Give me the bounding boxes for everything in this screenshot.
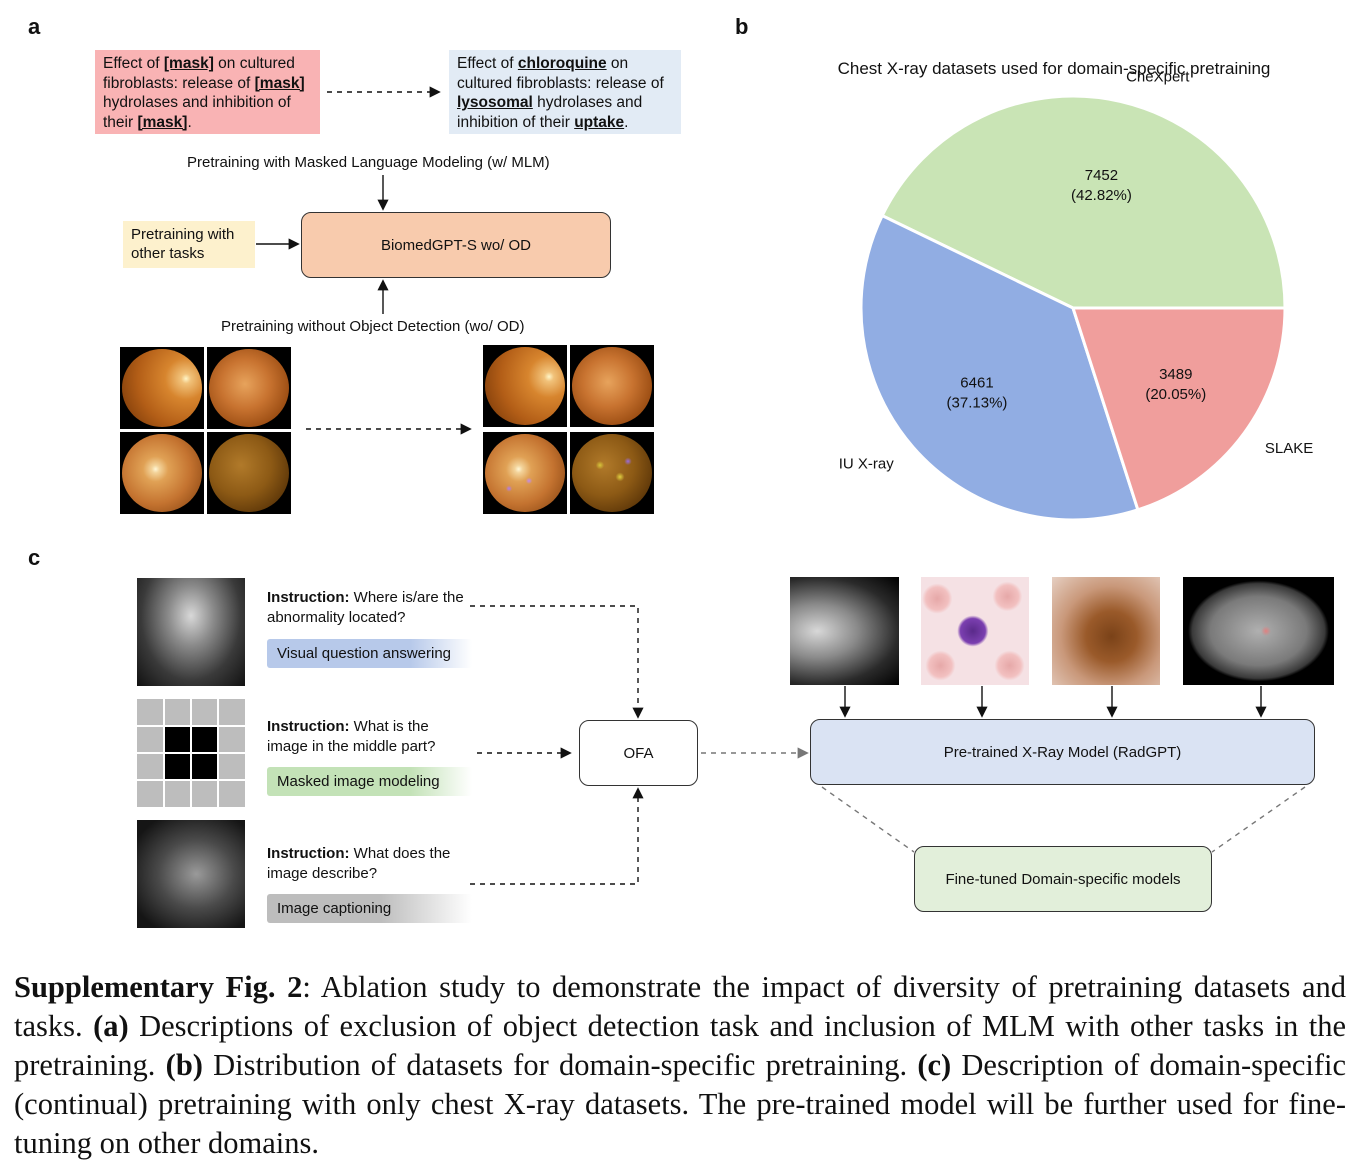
pie-slice-iu-x-ray — [859, 213, 1140, 522]
pie-slice-slake — [1070, 306, 1287, 512]
instruction-prefix: Instruction: — [267, 845, 350, 862]
fundus-image — [120, 432, 204, 514]
slice-value-label: 6461 — [960, 374, 993, 391]
panel-c-gray-connectors — [701, 747, 1306, 853]
slice-value-label: 7452 — [1085, 167, 1118, 184]
panel-a-arrows — [256, 86, 472, 435]
mask-token: [mask] — [137, 113, 188, 131]
slice-name-label: SLAKE — [1265, 440, 1313, 457]
filled-token: uptake — [574, 113, 625, 131]
masked-text-box: Effect of [mask] on cultured fibroblasts… — [95, 50, 320, 134]
ofa-box: OFA — [579, 720, 698, 786]
instruction-prefix: Instruction: — [267, 589, 350, 606]
od-label: Pretraining without Object Detection (wo… — [221, 318, 525, 335]
chest-xray-frontal-image — [137, 578, 245, 686]
mask-token: [mask] — [254, 74, 305, 92]
caption-ref-a: (a) — [93, 1009, 129, 1043]
chart-title: Chest X-ray datasets used for domain-spe… — [838, 59, 1271, 78]
panel-c-arrows — [470, 605, 1267, 885]
task-image-captioning: Image captioning — [267, 894, 472, 923]
instruction-text: What does the image describe? — [267, 845, 451, 882]
pretrained-model-box: Pre-trained X-Ray Model (RadGPT) — [810, 719, 1315, 785]
slice-percent-label: (42.82%) — [1071, 187, 1132, 204]
masked-text-part: on cultured fibroblasts: release of — [103, 55, 295, 92]
mlm-label: Pretraining with Masked Language Modelin… — [187, 154, 550, 171]
filled-token: chloroquine — [517, 55, 607, 72]
filled-text-part: on cultured fibroblasts: release of — [457, 55, 664, 92]
skin-lesion-image — [1052, 577, 1160, 685]
instruction-3: Instruction: What does the image describ… — [267, 844, 467, 883]
mammogram-image — [790, 577, 899, 685]
pie-slice-chexpert — [880, 94, 1287, 310]
instruction-1: Instruction: Where is/are the abnormalit… — [267, 588, 467, 627]
filled-text-part: . — [624, 113, 629, 131]
panel-label-a: a — [28, 14, 41, 39]
filled-text-part: Effect of — [457, 55, 518, 72]
panel-label-c: c — [28, 545, 41, 570]
chest-xray-lateral-image — [137, 820, 245, 928]
masked-text-part: hydrolases and inhibition of their — [103, 94, 291, 131]
other-tasks-box: Pretraining with other tasks — [123, 221, 255, 268]
filled-text-part: hydrolases and inhibition of their — [457, 94, 643, 131]
slice-name-label: CheXpert — [1126, 69, 1190, 86]
panel-label-b: b — [735, 14, 749, 39]
blood-cell-image — [921, 577, 1029, 685]
caption-ref-c: (c) — [917, 1048, 952, 1082]
caption-title: Supplementary Fig. 2 — [14, 970, 303, 1004]
filled-token: lysosomal — [457, 94, 533, 111]
fundus-image-annotated — [570, 345, 654, 427]
fundus-image — [120, 347, 204, 429]
pie-chart: Chest X-ray datasets used for domain-spe… — [838, 59, 1313, 522]
instruction-2: Instruction: What is the image in the mi… — [267, 717, 467, 756]
slice-percent-label: (37.13%) — [947, 394, 1008, 411]
instruction-text: What is the image in the middle part? — [267, 718, 436, 755]
mask-token: [mask] — [163, 55, 214, 72]
abdominal-ct-image — [1183, 577, 1334, 685]
masked-text-part: Effect of — [103, 55, 164, 72]
masked-xray-image — [137, 699, 245, 807]
filled-text-box: Effect of chloroquine on cultured fibrob… — [449, 50, 681, 134]
figure-caption: Supplementary Fig. 2: Ablation study to … — [14, 968, 1346, 1163]
fundus-image-annotated — [570, 432, 654, 514]
slice-percent-label: (20.05%) — [1145, 386, 1206, 403]
masked-text-part: . — [187, 113, 192, 131]
slice-name-label: IU X-ray — [839, 456, 895, 473]
slice-value-label: 3489 — [1159, 366, 1192, 383]
fundus-image-annotated — [483, 432, 567, 514]
caption-ref-b: (b) — [165, 1048, 203, 1082]
fundus-image — [207, 432, 291, 514]
task-masked-image-modeling: Masked image modeling — [267, 767, 472, 796]
caption-text: Description of domain-specific (continua… — [14, 1048, 1347, 1160]
caption-text: : Ablation study to demonstrate the impa… — [14, 970, 1346, 1043]
caption-text: Distribution of datasets for domain-spec… — [202, 1048, 918, 1082]
connector-lines — [256, 86, 1306, 885]
task-vqa: Visual question answering — [267, 639, 472, 668]
fundus-image — [207, 347, 291, 429]
caption-text: Descriptions of exclusion of object dete… — [14, 1009, 1346, 1082]
fundus-image-annotated — [483, 345, 567, 427]
finetuned-models-box: Fine-tuned Domain-specific models — [914, 846, 1212, 912]
instruction-prefix: Instruction: — [267, 718, 350, 735]
model-box-biomedgpt: BiomedGPT-S wo/ OD — [301, 212, 611, 278]
instruction-text: Where is/are the abnormality located? — [267, 589, 464, 626]
